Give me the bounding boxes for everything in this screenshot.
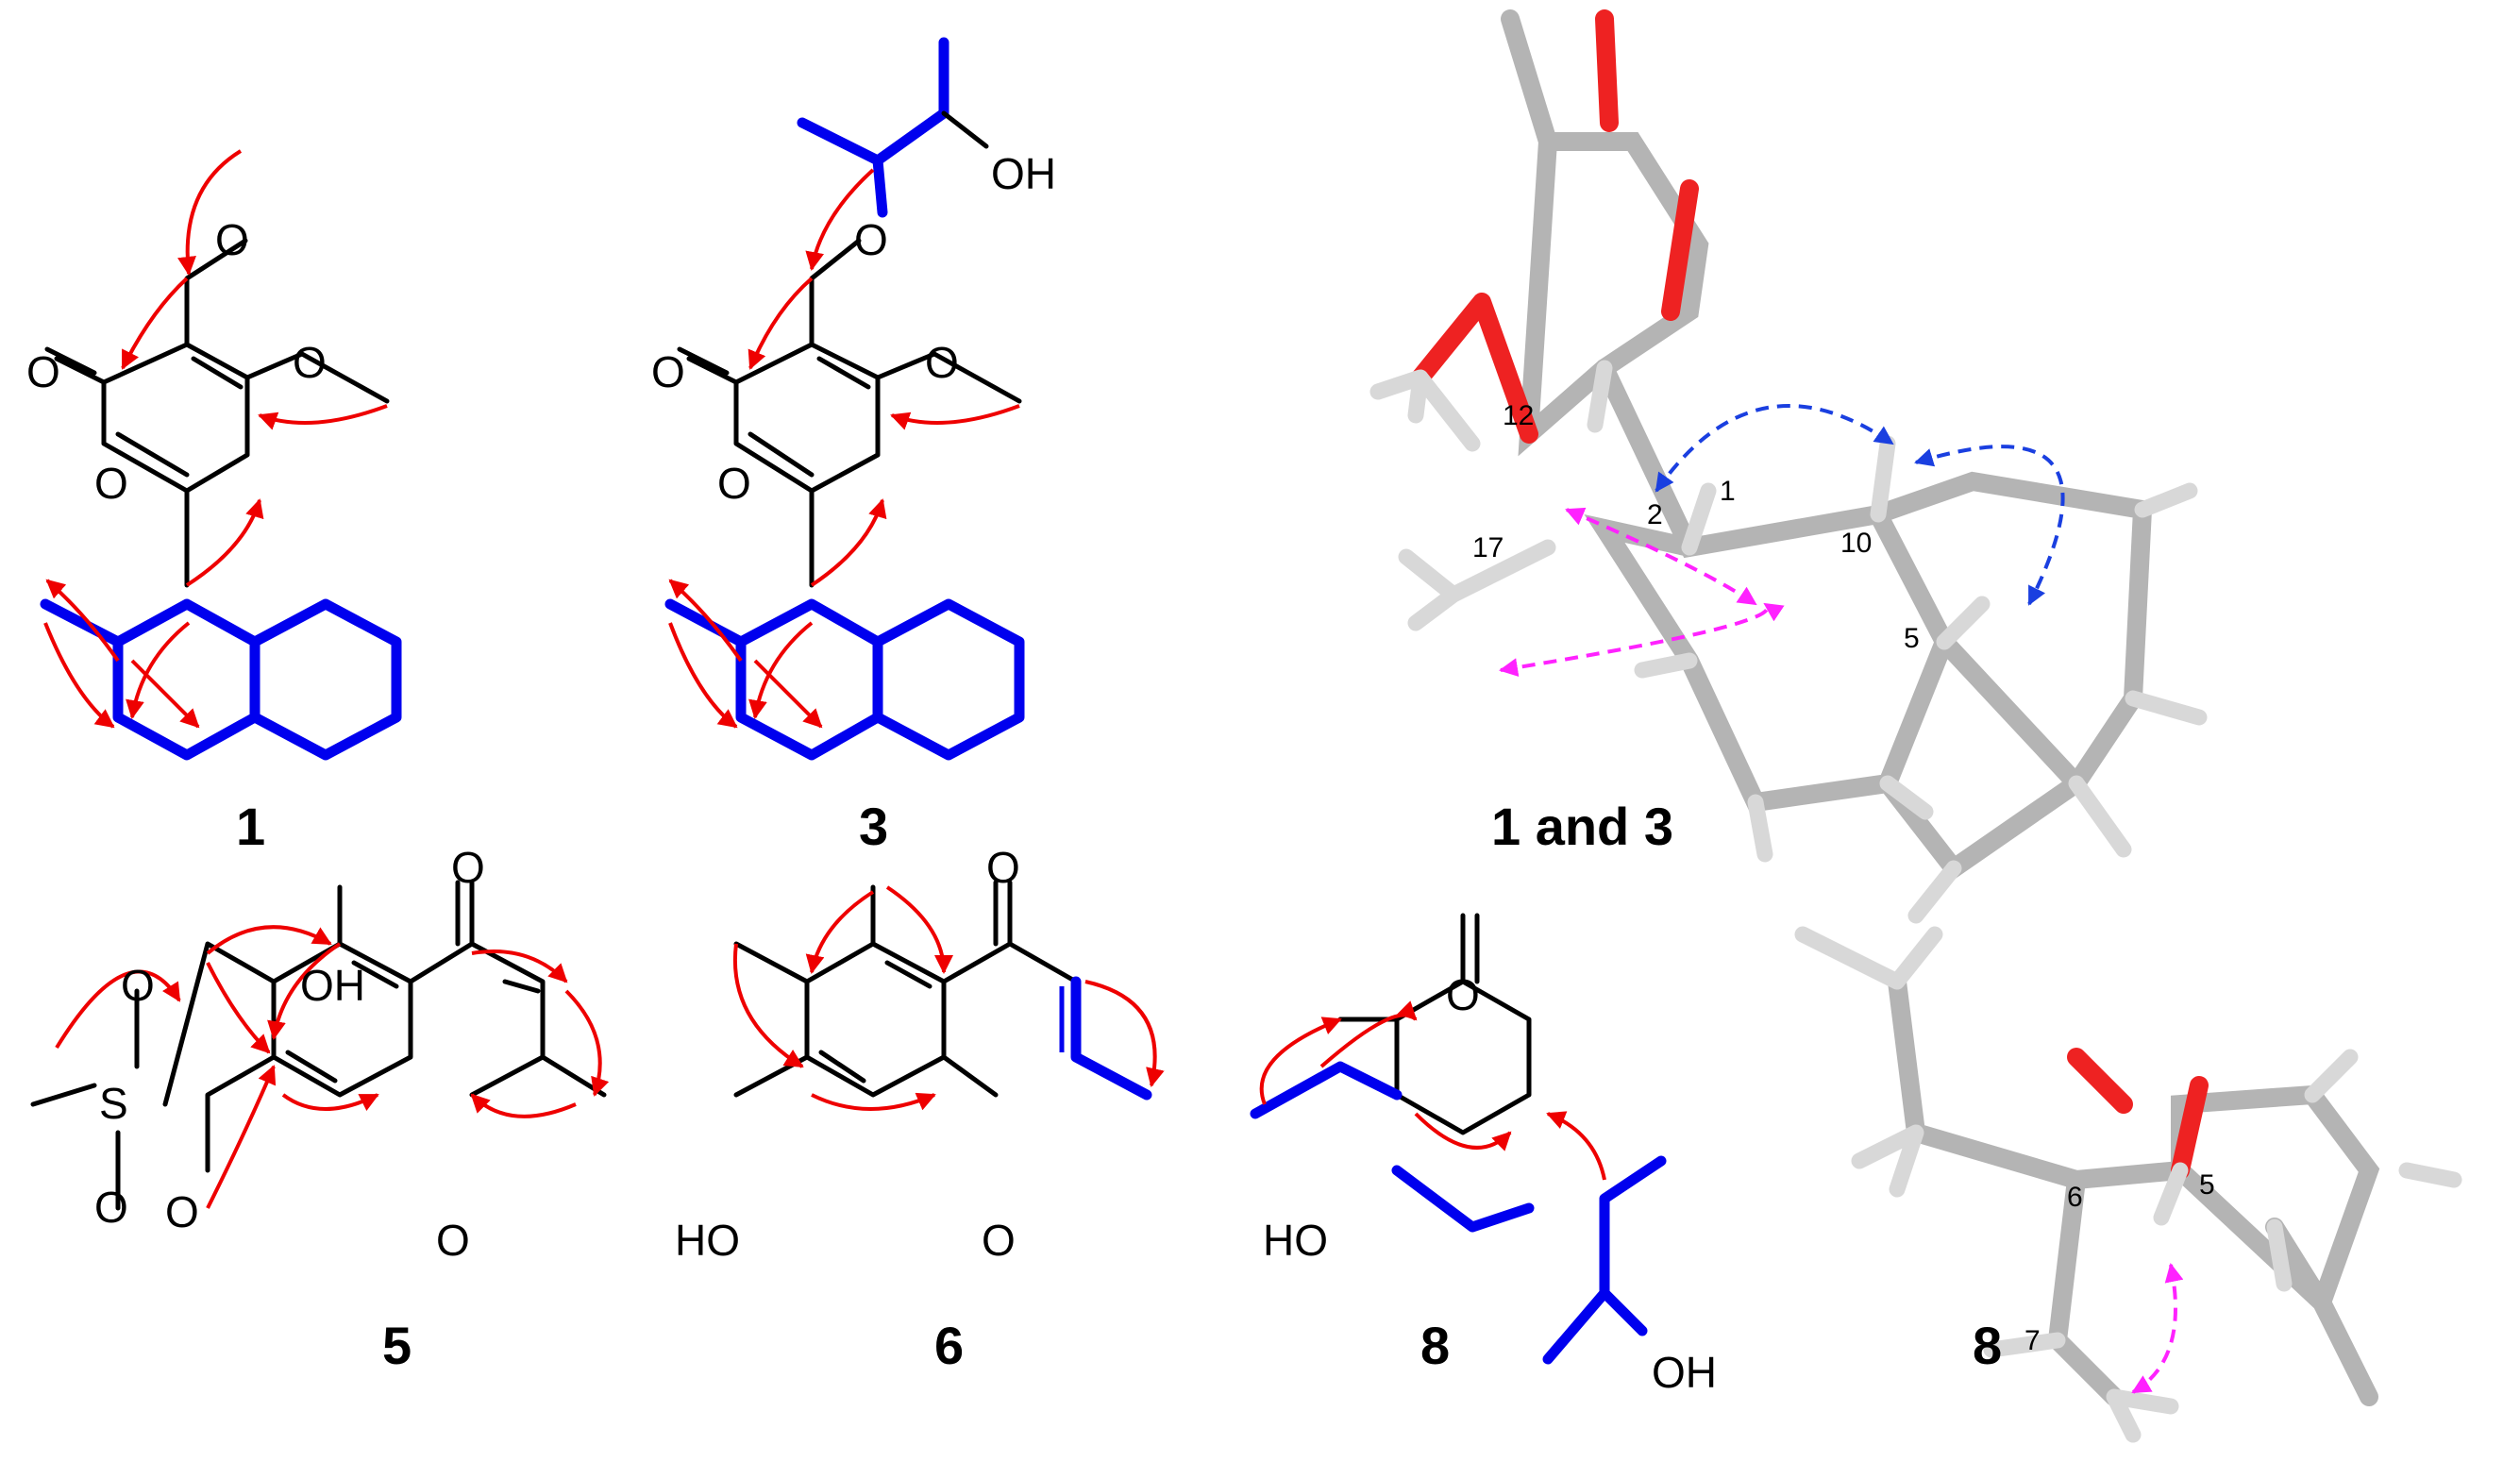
structure-compound-6 xyxy=(732,880,1165,1111)
atom-o-methoxymethyl-1: O xyxy=(215,215,249,264)
atom-number-5: 5 xyxy=(1904,623,1920,654)
atom-o-ring-5: O xyxy=(436,1216,470,1265)
atom-o-methoxy-3: O xyxy=(925,338,959,387)
atom-o-carbonyl-8: O xyxy=(1446,970,1480,1019)
compound-label-1-and-3: 1 and 3 xyxy=(1491,797,1673,856)
atom-number-5-3d: 5 xyxy=(2199,1169,2215,1201)
model-3d-compound-8 xyxy=(1794,926,2462,1443)
atom-ho-6: HO xyxy=(675,1216,740,1265)
atom-number-2: 2 xyxy=(1647,499,1663,530)
atom-ho-8: HO xyxy=(1263,1216,1328,1265)
atom-o-carbonyl-5: O xyxy=(451,843,485,892)
structure-compound-5 xyxy=(30,880,610,1211)
atom-number-12: 12 xyxy=(1503,400,1534,431)
atom-o-ring-1: O xyxy=(94,459,128,508)
atom-oh-8: OH xyxy=(1652,1348,1717,1397)
compound-label-6: 6 xyxy=(934,1316,964,1375)
structure-compound-1 xyxy=(40,149,402,761)
structure-compound-8 xyxy=(1250,913,1667,1365)
atom-o-sulfonyl-top-5: O xyxy=(121,961,155,1010)
compound-label-8-2d: 8 xyxy=(1420,1316,1450,1375)
atom-number-17: 17 xyxy=(1472,532,1504,563)
atom-o-ring-6: O xyxy=(982,1216,1016,1265)
atom-o-sulfonyl-bottom-5: O xyxy=(94,1183,128,1232)
atom-o-ring-3: O xyxy=(717,459,751,508)
model-3d-compounds-1-and-3 xyxy=(1369,9,2208,924)
atom-o-ether-3: O xyxy=(854,215,888,264)
atom-o-carbonyl-1: O xyxy=(26,347,60,396)
atom-o-methoxy-5: O xyxy=(165,1187,199,1236)
atom-o-methoxy-1: O xyxy=(293,338,327,387)
compound-label-8-3d: 8 xyxy=(1973,1316,2002,1375)
structure-compound-3 xyxy=(664,37,1025,761)
atom-o-carbonyl-6: O xyxy=(986,843,1020,892)
compound-label-3: 3 xyxy=(859,797,888,856)
atom-o-carbonyl-3: O xyxy=(651,347,685,396)
atom-s-5: S xyxy=(99,1079,128,1128)
compound-label-1: 1 xyxy=(236,797,265,856)
atom-oh-5: OH xyxy=(300,961,365,1010)
atom-number-10: 10 xyxy=(1840,528,1872,559)
compound-label-5: 5 xyxy=(382,1316,412,1375)
atom-number-6-3d: 6 xyxy=(2067,1182,2083,1213)
atom-number-7-3d: 7 xyxy=(2024,1325,2041,1356)
atom-number-1: 1 xyxy=(1720,476,1736,507)
atom-oh-3: OH xyxy=(991,149,1056,198)
